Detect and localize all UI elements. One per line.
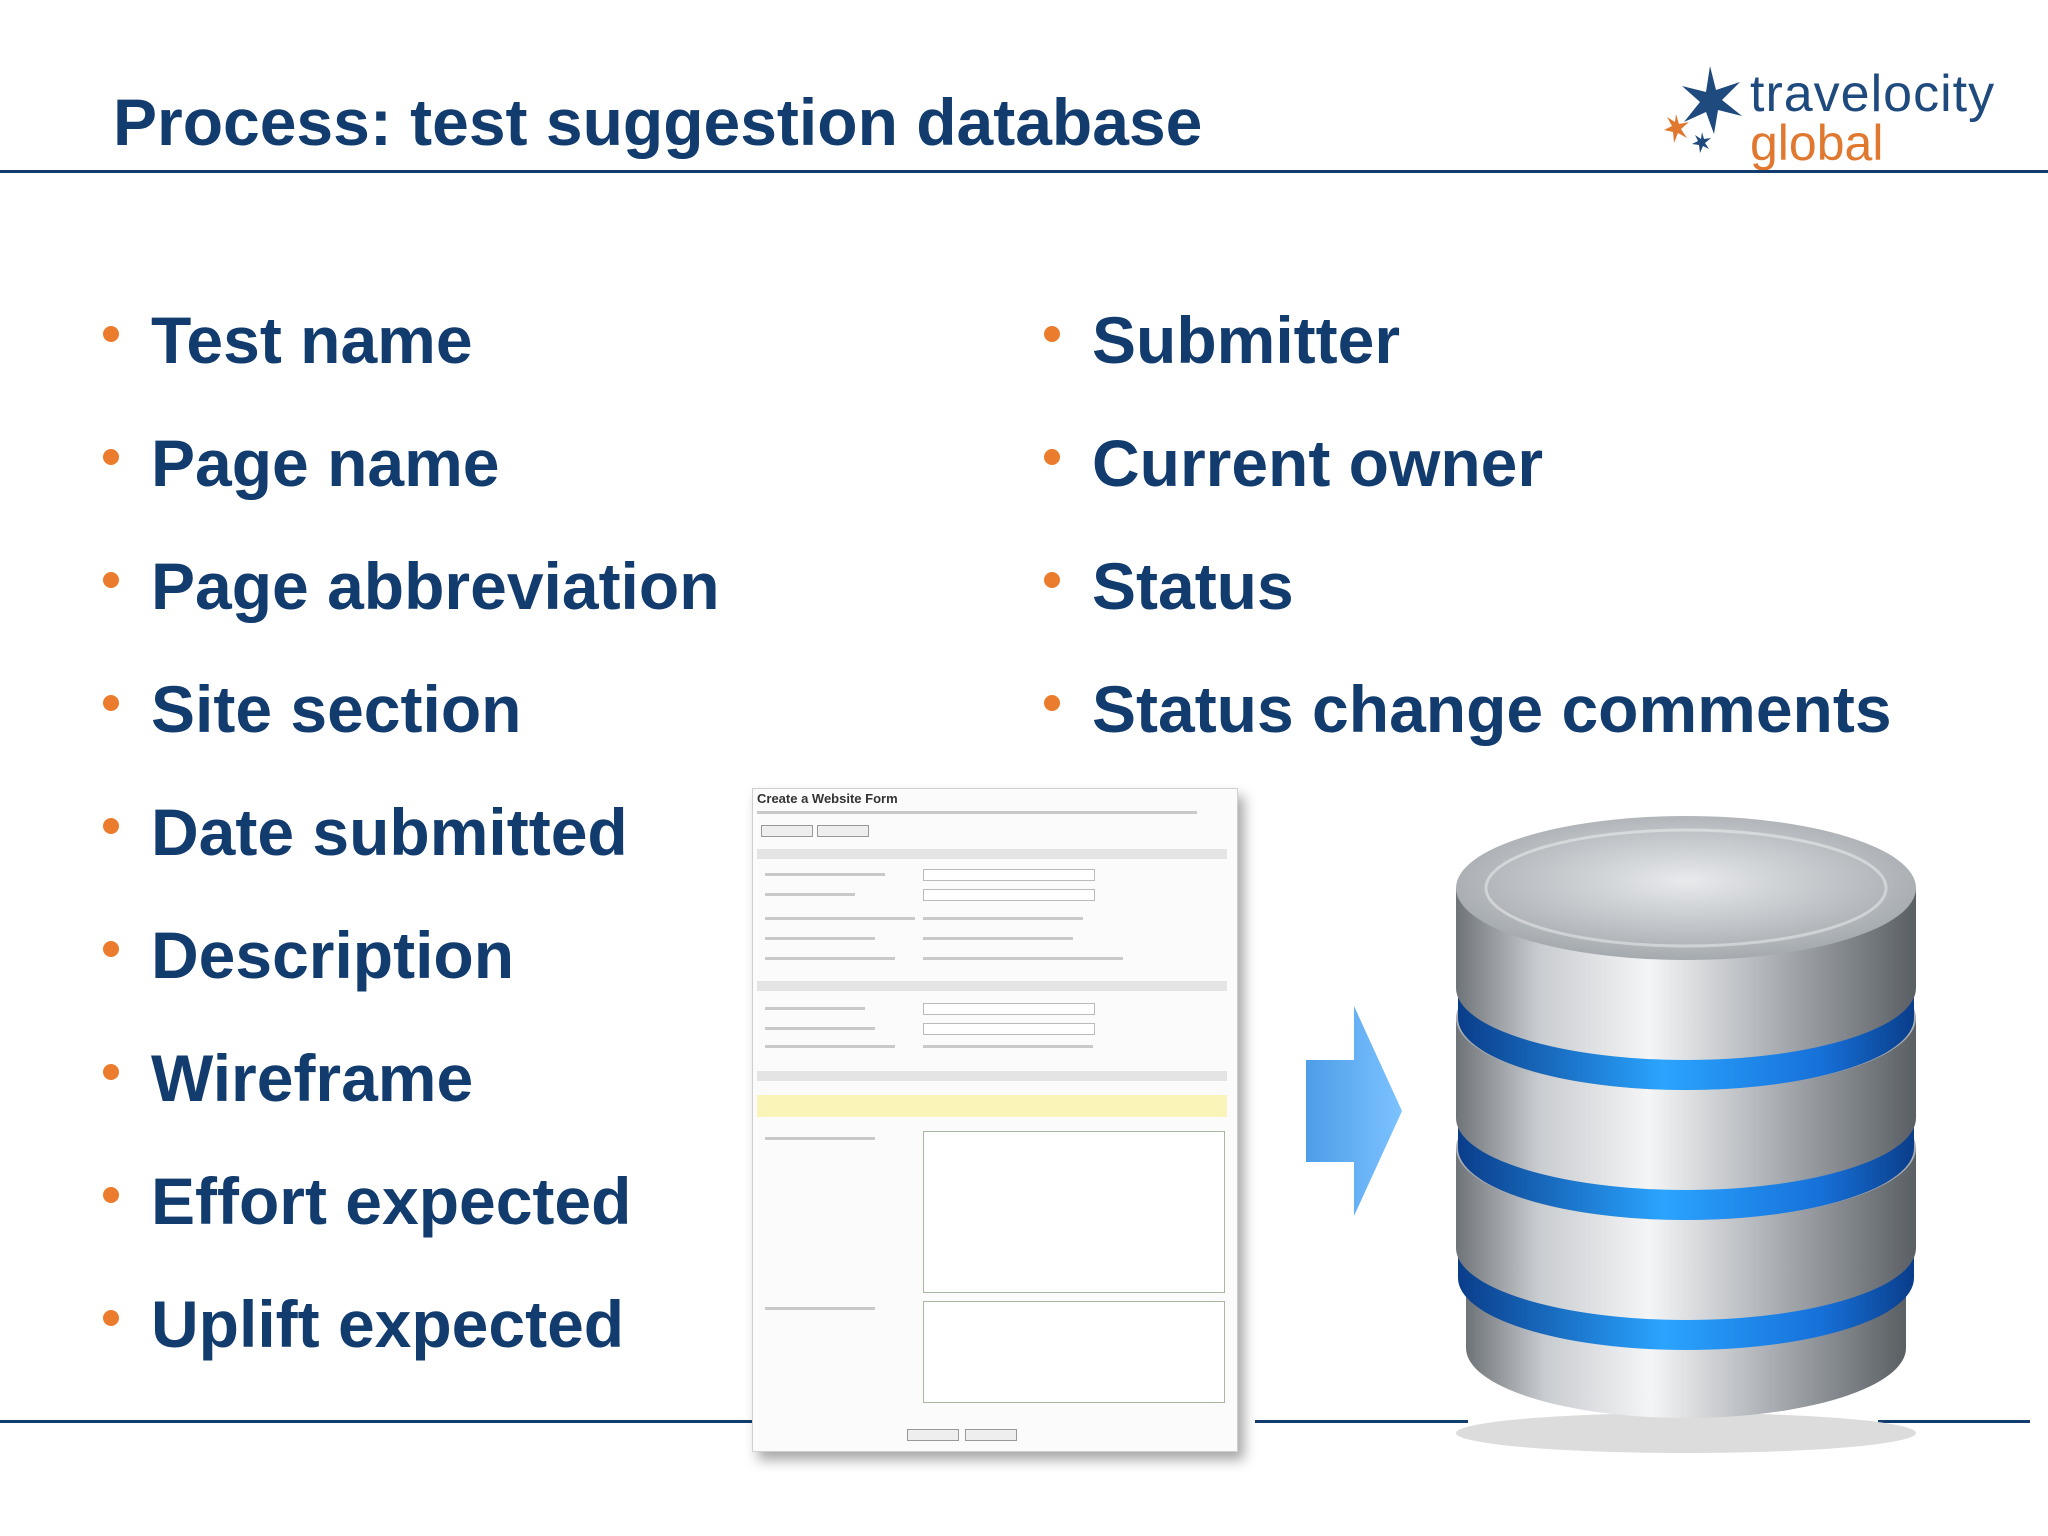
bullet-icon — [103, 1310, 119, 1326]
slide-title: Process: test suggestion database — [113, 85, 1203, 159]
bullet-icon — [103, 1187, 119, 1203]
form-line — [923, 937, 1073, 940]
bullet-icon — [103, 695, 119, 711]
form-field — [923, 1023, 1095, 1035]
form-screenshot-title: Create a Website Form — [757, 791, 898, 806]
form-button — [965, 1429, 1017, 1441]
logo-text-global: global — [1750, 115, 1884, 171]
form-line — [765, 1045, 895, 1048]
form-line — [923, 957, 1123, 960]
bullet-icon — [103, 326, 119, 342]
database-icon — [1456, 816, 1916, 1453]
form-line — [765, 937, 875, 940]
form-field — [923, 869, 1095, 881]
footer-divider — [1255, 1420, 1468, 1423]
form-section — [757, 1071, 1227, 1081]
title-divider — [0, 170, 2048, 173]
form-listbox — [923, 1301, 1225, 1403]
form-button — [907, 1429, 959, 1441]
form-field — [923, 1003, 1095, 1015]
form-line — [757, 811, 1197, 814]
bullet-icon — [103, 572, 119, 588]
bullet-icon — [103, 449, 119, 465]
form-line — [765, 1007, 865, 1010]
travelocity-star-icon — [1664, 66, 1742, 153]
form-line — [765, 1307, 875, 1310]
form-line — [765, 1027, 875, 1030]
form-button — [761, 825, 813, 837]
footer-divider — [0, 1420, 752, 1423]
form-listbox — [923, 1131, 1225, 1293]
form-line — [923, 917, 1083, 920]
form-line — [923, 1045, 1093, 1048]
arrow-right-icon — [1306, 1006, 1402, 1216]
form-line — [765, 917, 915, 920]
bullet-icon — [103, 818, 119, 834]
form-line — [765, 893, 855, 896]
form-line — [765, 873, 885, 876]
form-button — [817, 825, 869, 837]
form-notice — [757, 1095, 1227, 1117]
form-screenshot: Create a Website Form — [752, 788, 1238, 1452]
form-section — [757, 981, 1227, 991]
travelocity-logo: travelocity global — [1662, 60, 2002, 171]
form-line — [765, 957, 895, 960]
bullet-icon — [103, 941, 119, 957]
bullet-icon — [1044, 695, 1060, 711]
bullet-icon — [1044, 449, 1060, 465]
form-section — [757, 849, 1227, 859]
form-field — [923, 889, 1095, 901]
form-line — [765, 1137, 875, 1140]
logo-text-travelocity: travelocity — [1750, 65, 1996, 123]
bullet-icon — [1044, 326, 1060, 342]
bullet-icon — [103, 1064, 119, 1080]
bullet-icon — [1044, 572, 1060, 588]
footer-divider — [1878, 1420, 2030, 1423]
